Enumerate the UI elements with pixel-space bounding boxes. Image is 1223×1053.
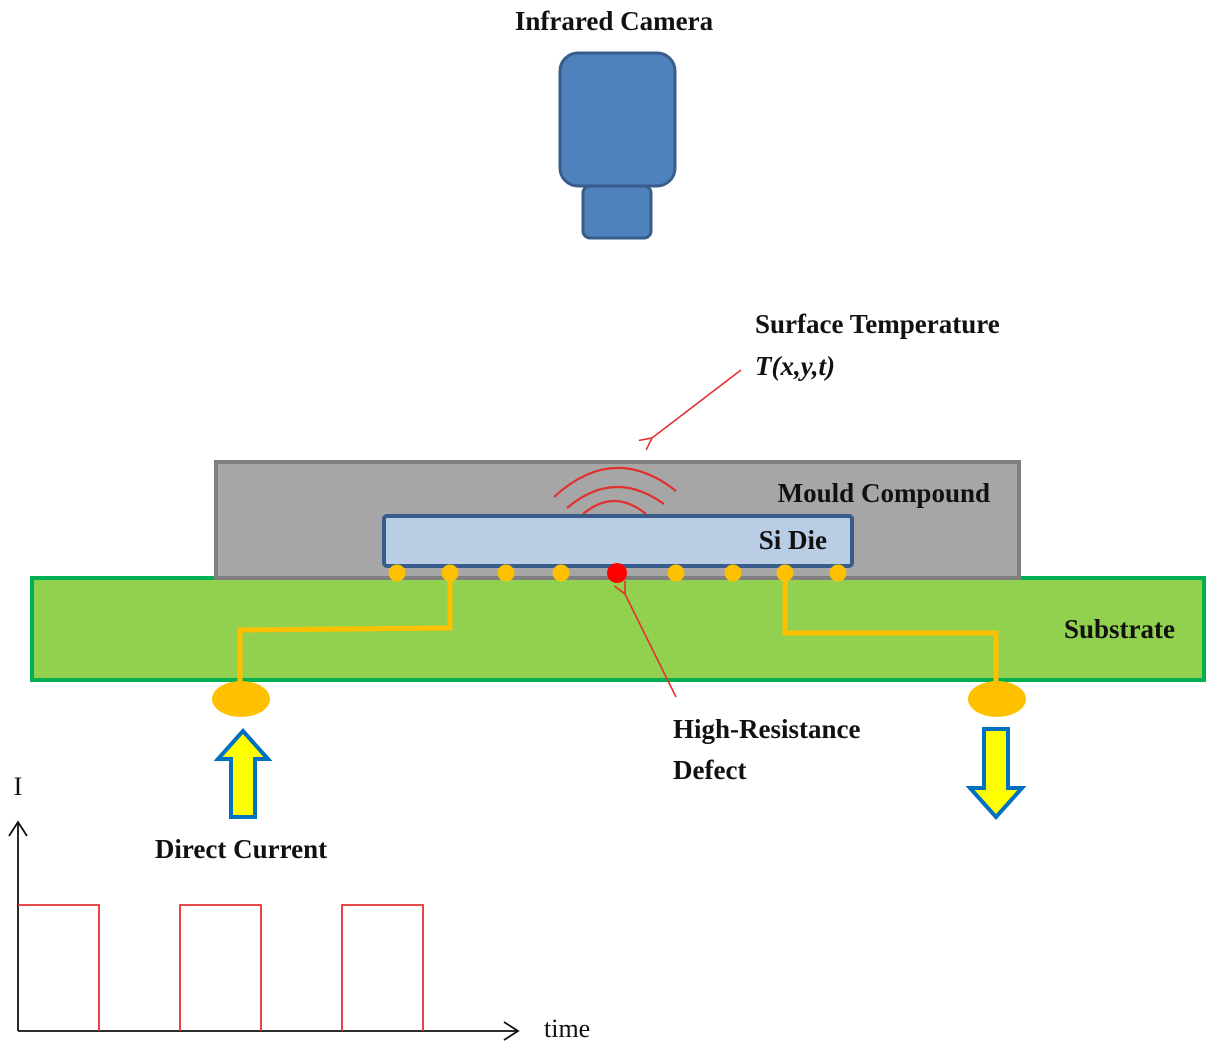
solder-bump [776,564,794,582]
surface-temperature-label: Surface Temperature [755,309,1000,339]
heat-wave-icon [553,466,677,515]
heat-wave-middle [566,485,665,509]
trace-right [782,573,999,686]
si-die-label: Si Die [759,525,827,555]
axis-y-arrowhead [8,820,28,837]
camera-body [558,51,677,188]
solder-bump [497,564,515,582]
defect-label-line2: Defect [673,755,746,785]
axis-x-label: time [544,1014,590,1043]
pad-left [212,681,270,717]
substrate [30,576,1206,682]
routing-traces [237,573,999,686]
mould-compound-label: Mould Compound [778,478,990,508]
solder-bumps [388,563,847,583]
substrate-label: Substrate [1064,614,1175,644]
solder-bump [724,564,742,582]
current-waveform-plot: I time [8,772,590,1043]
pad-right [968,681,1026,717]
solder-bump [388,564,406,582]
current-pulse [341,904,424,1031]
pulse-train [18,904,424,1031]
heat-wave-outer [553,466,677,498]
defect-bump [607,563,627,583]
solder-bump [667,564,685,582]
surface-temperature-formula: T(x,y,t) [755,351,835,381]
current-pulse [179,904,262,1031]
trace-left [237,573,453,686]
surface-temperature-arrow [652,369,742,438]
camera-label: Infrared Camera [515,6,714,36]
solder-bump [552,564,570,582]
solder-bump [441,564,459,582]
defect-arrow [625,594,677,698]
infrared-camera-icon [558,51,677,240]
solder-bump [829,564,847,582]
defect-label-line1: High-Resistance [673,714,861,744]
heat-wave-inner [582,500,647,515]
current-out-arrow-icon [965,727,1027,820]
camera-lens [581,184,653,240]
direct-current-label: Direct Current [155,834,327,864]
current-pulse [18,904,100,1031]
axis-x-arrowhead [503,1021,520,1041]
current-in-arrow-icon [213,727,273,819]
axis-y-label: I [14,772,23,801]
